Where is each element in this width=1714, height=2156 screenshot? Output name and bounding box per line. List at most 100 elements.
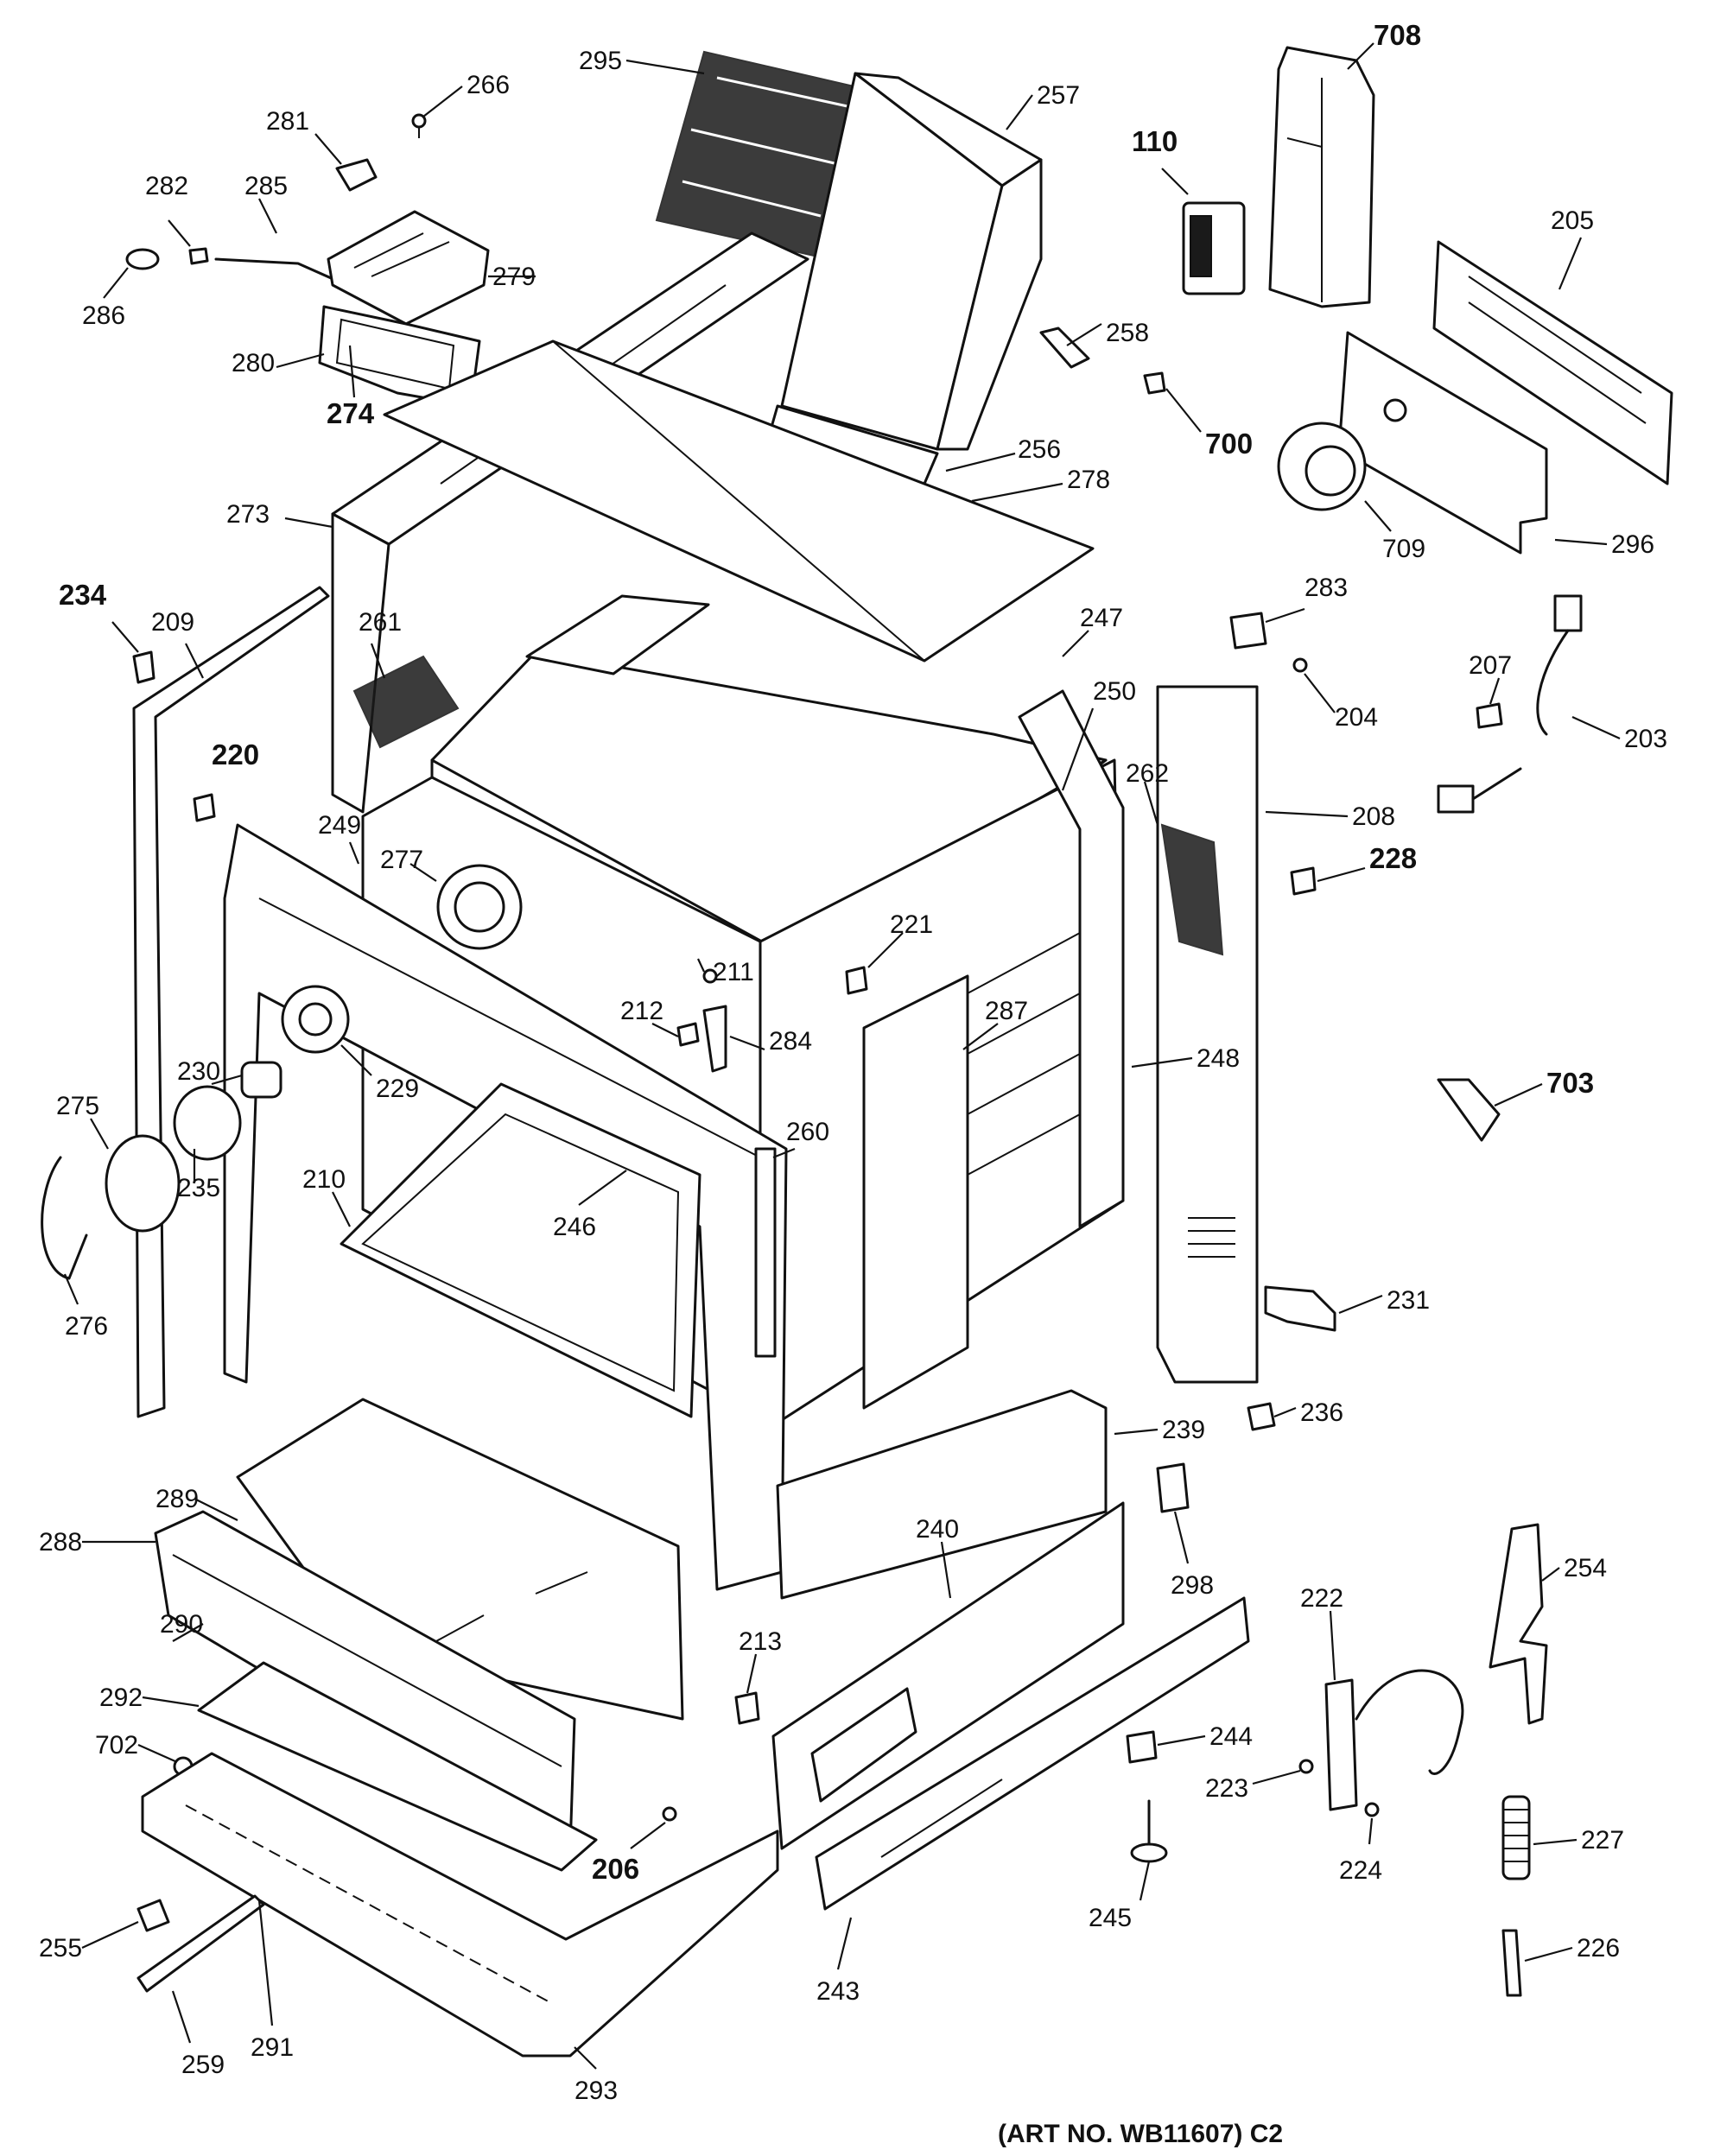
label-211: 211 bbox=[713, 958, 754, 986]
part-281-bracket bbox=[335, 158, 378, 192]
label-223: 223 bbox=[1205, 1774, 1248, 1803]
label-222: 222 bbox=[1300, 1584, 1343, 1613]
label-257: 257 bbox=[1037, 81, 1080, 110]
label-220: 220 bbox=[212, 739, 259, 770]
part-205-back-panel bbox=[1432, 240, 1673, 485]
part-236-clip bbox=[1247, 1402, 1276, 1431]
label-276: 276 bbox=[65, 1312, 108, 1341]
label-254: 254 bbox=[1564, 1554, 1607, 1582]
label-206: 206 bbox=[592, 1853, 639, 1885]
part-211-screw bbox=[702, 968, 718, 984]
part-220-clip bbox=[193, 793, 216, 822]
label-245: 245 bbox=[1089, 1904, 1132, 1932]
part-255-knob bbox=[136, 1899, 170, 1932]
label-261: 261 bbox=[359, 608, 402, 637]
part-254-hinge bbox=[1489, 1523, 1548, 1725]
label-239: 239 bbox=[1162, 1416, 1205, 1444]
part-243-rail bbox=[815, 1596, 1250, 1911]
part-240-panel bbox=[771, 1501, 1125, 1850]
part-293-drawer-base bbox=[141, 1752, 779, 2058]
part-283-clip bbox=[1229, 612, 1267, 650]
label-298: 298 bbox=[1171, 1571, 1214, 1600]
part-261-insulation bbox=[352, 655, 460, 749]
label-295: 295 bbox=[579, 47, 622, 75]
label-286: 286 bbox=[82, 301, 125, 330]
part-257-vent-duct bbox=[767, 72, 1043, 485]
part-212-clip bbox=[676, 1022, 700, 1047]
label-234: 234 bbox=[59, 579, 107, 611]
part-286-knob bbox=[125, 248, 160, 270]
label-224: 224 bbox=[1339, 1856, 1382, 1885]
label-292: 292 bbox=[99, 1684, 143, 1712]
part-228-clip bbox=[1290, 866, 1317, 896]
label-275: 275 bbox=[56, 1092, 99, 1120]
part-245-leg bbox=[1130, 1799, 1168, 1863]
label-110: 110 bbox=[1132, 125, 1178, 157]
part-203-wire-harness bbox=[1437, 594, 1583, 814]
label-283: 283 bbox=[1305, 574, 1348, 602]
label-250: 250 bbox=[1093, 677, 1136, 706]
label-703: 703 bbox=[1546, 1067, 1594, 1099]
part-278-top-panel bbox=[383, 339, 1095, 663]
label-229: 229 bbox=[376, 1075, 419, 1103]
label-273: 273 bbox=[226, 500, 270, 529]
label-255: 255 bbox=[39, 1934, 82, 1963]
label-231: 231 bbox=[1387, 1286, 1430, 1315]
part-223-screw bbox=[1298, 1759, 1314, 1774]
label-277: 277 bbox=[380, 846, 423, 874]
label-708: 708 bbox=[1374, 19, 1421, 51]
label-274: 274 bbox=[327, 397, 375, 429]
part-708-duct-cover bbox=[1268, 46, 1375, 308]
part-709-flange bbox=[1277, 422, 1367, 511]
label-228: 228 bbox=[1369, 842, 1417, 874]
label-284: 284 bbox=[769, 1027, 812, 1056]
label-226: 226 bbox=[1577, 1934, 1620, 1963]
part-221-clip bbox=[845, 966, 868, 995]
label-279: 279 bbox=[492, 263, 536, 291]
label-289: 289 bbox=[156, 1485, 199, 1513]
label-205: 205 bbox=[1551, 206, 1594, 235]
label-258: 258 bbox=[1106, 319, 1149, 347]
label-281: 281 bbox=[266, 107, 309, 136]
label-248: 248 bbox=[1197, 1044, 1240, 1073]
part-239-lower-panel bbox=[776, 1389, 1108, 1600]
part-244-clip bbox=[1126, 1730, 1158, 1764]
part-110-control bbox=[1182, 201, 1246, 295]
label-210: 210 bbox=[302, 1165, 346, 1194]
label-227: 227 bbox=[1581, 1826, 1624, 1855]
label-260: 260 bbox=[786, 1118, 829, 1146]
part-224-screw bbox=[1364, 1802, 1380, 1817]
label-243: 243 bbox=[816, 1977, 860, 2006]
oven-body bbox=[223, 594, 1125, 1591]
label-221: 221 bbox=[890, 910, 933, 939]
label-209: 209 bbox=[151, 608, 194, 637]
label-296: 296 bbox=[1611, 530, 1654, 559]
label-709: 709 bbox=[1382, 535, 1425, 563]
label-236: 236 bbox=[1300, 1398, 1343, 1427]
label-259: 259 bbox=[181, 2051, 225, 2079]
part-284-bracket bbox=[702, 1005, 727, 1073]
label-230: 230 bbox=[177, 1057, 220, 1086]
label-266: 266 bbox=[467, 71, 510, 99]
part-227-spring bbox=[1501, 1795, 1531, 1880]
part-222-hinge bbox=[1324, 1669, 1464, 1811]
label-288: 288 bbox=[39, 1528, 82, 1557]
label-212: 212 bbox=[620, 997, 663, 1025]
part-204-screw bbox=[1292, 657, 1308, 673]
label-262: 262 bbox=[1126, 759, 1169, 788]
part-206-screw bbox=[662, 1806, 677, 1822]
leader-lines bbox=[63, 42, 1621, 2070]
part-labels: 295 257 708 110 266 281 282 285 279 286 … bbox=[39, 19, 1667, 2105]
label-278: 278 bbox=[1067, 466, 1110, 494]
part-298-switch bbox=[1156, 1462, 1190, 1513]
art-number: (ART NO. WB11607) C2 bbox=[998, 2120, 1283, 2148]
label-285: 285 bbox=[244, 172, 288, 200]
label-282: 282 bbox=[145, 172, 188, 200]
label-280: 280 bbox=[232, 349, 275, 377]
label-246: 246 bbox=[553, 1213, 596, 1241]
label-700: 700 bbox=[1205, 428, 1253, 460]
part-282-clip bbox=[188, 247, 209, 265]
part-292-broiler-pan bbox=[197, 1661, 598, 1872]
label-249: 249 bbox=[318, 811, 361, 840]
